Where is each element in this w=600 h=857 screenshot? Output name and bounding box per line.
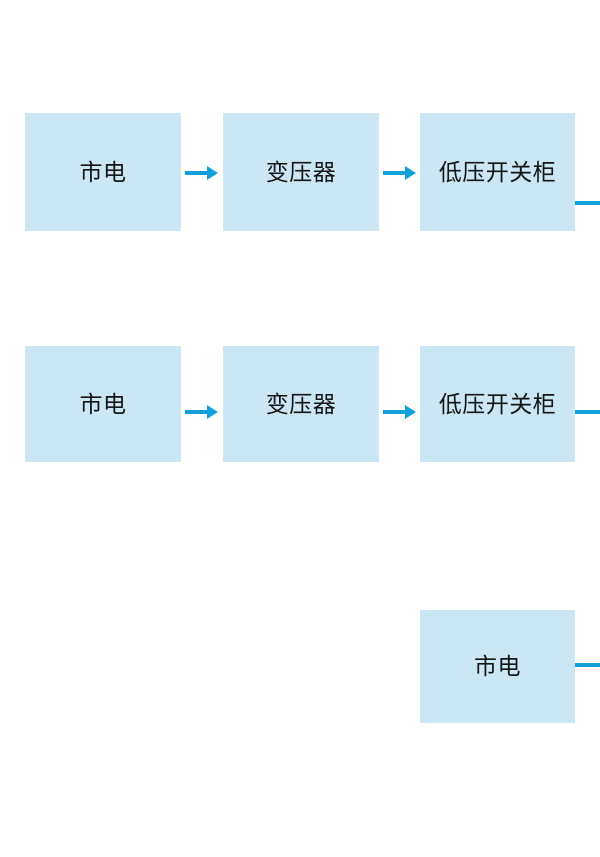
arrow-shaft — [185, 171, 208, 175]
arrow-head — [207, 166, 218, 180]
arrow-shaft — [185, 410, 208, 414]
arrow-head — [405, 166, 416, 180]
node-transformer-row1[interactable]: 变压器 — [223, 113, 379, 231]
connector-line-row1-outgoing — [575, 201, 600, 205]
arrow-head — [405, 405, 416, 419]
arrow-shaft — [383, 410, 406, 414]
node-utility-power-row2[interactable]: 市电 — [25, 346, 181, 462]
arrow-head — [207, 405, 218, 419]
arrow-right-icon-row1-1 — [185, 166, 218, 180]
connector-line-row3-outgoing — [575, 663, 600, 667]
node-label: 市电 — [79, 158, 127, 185]
node-label: 市电 — [474, 653, 521, 679]
arrow-right-icon-row2-2 — [383, 405, 416, 419]
node-label: 变压器 — [265, 390, 337, 417]
node-utility-power-row3[interactable]: 市电 — [420, 610, 575, 723]
arrow-right-icon-row2-1 — [185, 405, 218, 419]
arrow-right-icon-row1-2 — [383, 166, 416, 180]
node-low-voltage-switchgear-row1[interactable]: 低压开关柜 — [420, 113, 575, 231]
node-low-voltage-switchgear-row2[interactable]: 低压开关柜 — [420, 346, 575, 462]
node-label: 市电 — [79, 390, 127, 417]
node-label: 低压开关柜 — [438, 158, 557, 185]
node-label: 低压开关柜 — [438, 390, 557, 417]
node-label: 变压器 — [265, 158, 337, 185]
arrow-shaft — [383, 171, 406, 175]
node-transformer-row2[interactable]: 变压器 — [223, 346, 379, 462]
connector-line-row2-outgoing — [575, 410, 600, 414]
node-utility-power-row1[interactable]: 市电 — [25, 113, 181, 231]
